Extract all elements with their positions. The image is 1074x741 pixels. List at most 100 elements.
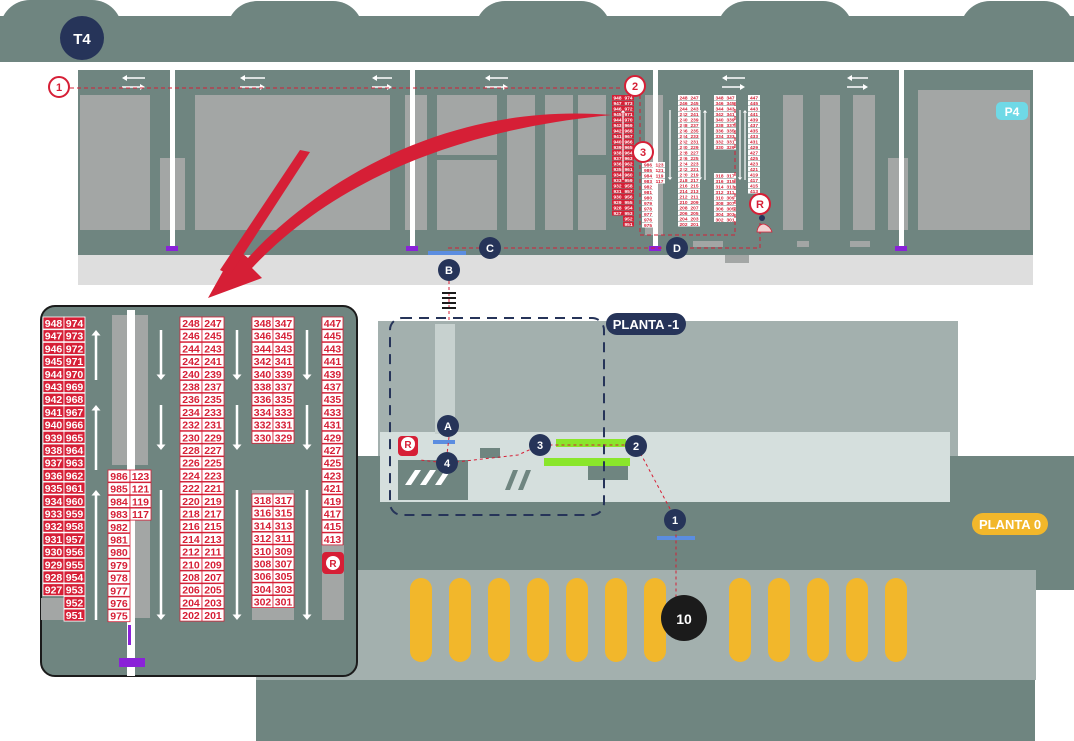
parking-spot [623,177,634,183]
spot-number: 231 [690,140,698,146]
spot-number: 335 [726,129,734,135]
spot-number: 234 [679,134,687,140]
spot-number: 237 [204,382,222,394]
spot-number: 959 [624,178,632,184]
spot-number: 207 [690,206,698,212]
parking-spot [321,507,344,520]
parking-spot [272,354,295,368]
parking-spot [321,494,344,508]
spot-number: 937 [613,156,621,162]
spot-number: 956 [624,195,632,201]
spot-number: 312 [254,533,272,545]
pill-marker [768,578,790,662]
spot-number: 964 [66,445,84,457]
spot-number: 340 [254,369,272,381]
spot-number: 927 [45,585,63,597]
spot-number: 977 [644,212,652,218]
parking-spot [748,161,760,166]
parking-spot [714,128,725,133]
spot-number: 984 [644,174,652,180]
parking-spot [321,316,344,330]
spot-number: 209 [204,559,222,571]
pill-marker [410,578,432,662]
parking-spot [623,199,634,205]
spot-number: 210 [679,200,687,206]
spot-number: 117 [656,179,664,185]
parking-spot [689,183,700,188]
parking-spot [321,405,344,419]
spot-number: 969 [624,123,632,129]
parking-spot [689,139,700,144]
parking-spot [201,456,225,470]
parking-spot [748,183,760,188]
route-marker-2b: 2 [633,441,639,453]
parking-spot [725,189,736,195]
parking-spot [272,316,295,330]
parking-spot [201,329,225,343]
spot-number: 435 [324,394,342,406]
spot-number: 956 [66,547,84,559]
parking-spot [623,183,634,188]
parking-spot [642,162,654,167]
parking-spot [63,341,86,355]
parking-spot [63,557,86,571]
spot-number: 932 [613,184,621,190]
direction-arrow-icon [156,614,166,620]
spot-number: 427 [750,151,758,157]
spot-number: 317 [726,174,734,180]
route-marker-c: C [486,243,494,255]
spot-number: 123 [655,163,663,169]
spot-number: 931 [613,189,621,195]
spot-number: 208 [182,572,200,584]
parking-spot [678,183,689,188]
spot-number: 339 [275,369,293,381]
spot-number: 230 [679,145,687,151]
parking-spot [63,329,86,343]
parking-spot [321,430,344,444]
spot-number: 240 [182,369,200,381]
spot-number: 940 [613,140,621,146]
parking-spot [642,200,654,206]
direction-arrow-icon [232,614,242,620]
parking-spot [623,133,634,139]
spot-number: 952 [66,597,84,609]
parking-spot [714,133,725,139]
parking-spot [748,172,760,177]
parking-spot [272,493,295,507]
parking-spot [748,150,760,155]
parking-spot [272,380,295,393]
parking-spot [321,329,344,343]
parking-spot [725,200,736,206]
spot-number: 205 [204,585,222,597]
spot-number: 311 [275,533,292,545]
spot-number: 931 [45,534,63,546]
parking-spot [63,392,86,406]
parking-spot [201,608,225,622]
spot-number: 335 [275,394,293,406]
parking-spot [63,354,86,368]
spot-number: 966 [624,140,632,146]
parking-spot [321,519,344,533]
top-direction-arrows [122,75,868,180]
spot-number: 967 [66,407,84,419]
spot-number: 979 [644,201,652,207]
spot-number: 341 [275,356,293,368]
spot-number: 958 [624,184,632,190]
parking-spot [201,557,225,571]
spot-number: 242 [679,112,687,118]
spot-number: 343 [275,343,293,355]
parking-spot [689,166,700,172]
parking-spot [612,183,623,188]
parking-spot [689,133,700,139]
spot-number: 230 [182,432,200,444]
spot-number: 312 [715,190,723,196]
direction-arrow-icon [620,110,626,113]
route-marker-3b: 3 [537,440,543,452]
spot-number: 219 [204,496,222,508]
spot-number: 927 [613,211,621,217]
spot-number: 958 [66,521,84,533]
parking-spot [612,117,623,122]
parking-spot [623,128,634,133]
parking-spot [678,205,689,210]
spot-number: 333 [726,134,734,140]
